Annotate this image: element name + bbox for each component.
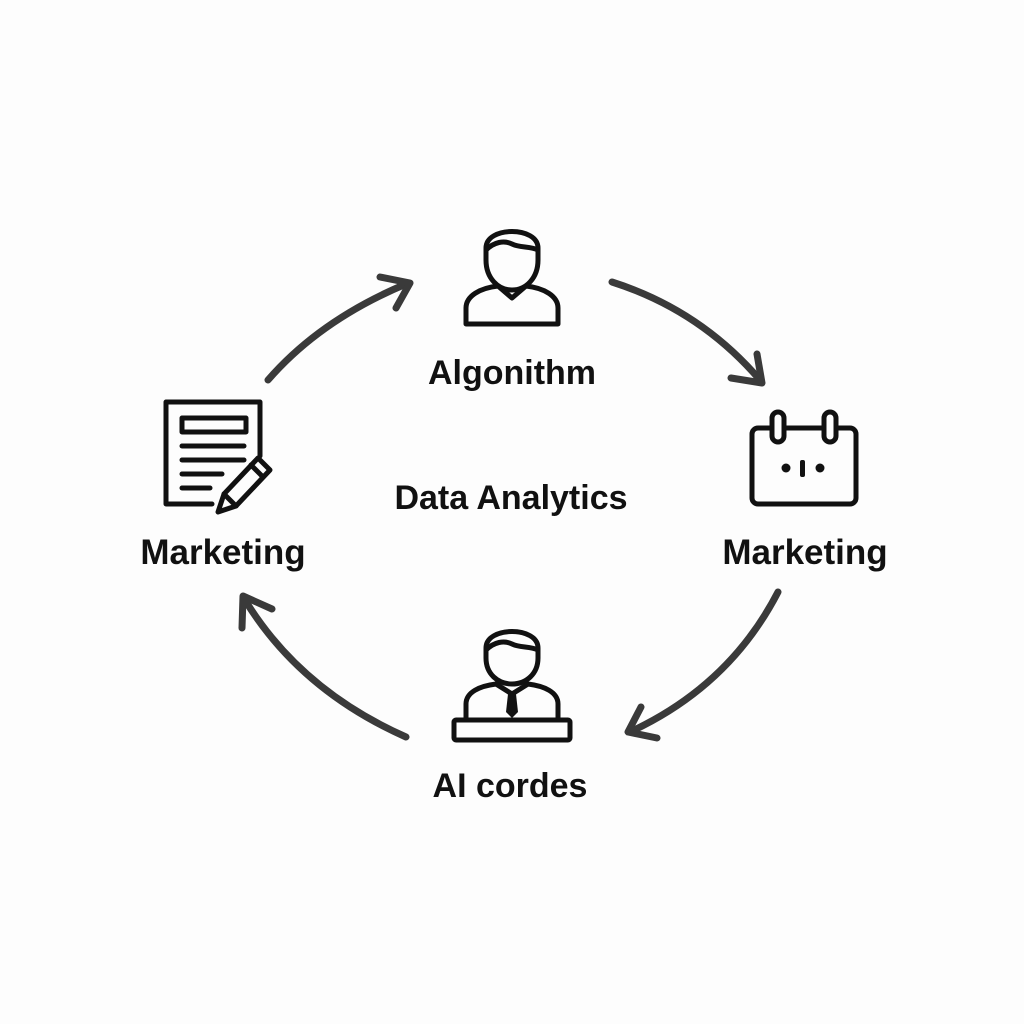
node-label-left: Marketing <box>140 533 306 572</box>
node-label-top: Algonithm <box>427 354 597 392</box>
presenter-desk-icon <box>451 629 573 743</box>
node-label-right: Marketing <box>722 533 888 572</box>
node-label-bottom: AI cordes <box>432 767 588 805</box>
document-pencil-icon <box>163 399 273 515</box>
calendar-icon <box>749 409 859 507</box>
arrow-bottom-to-left <box>238 592 410 741</box>
arrow-left-to-top <box>264 273 414 384</box>
center-label: Data Analytics <box>394 479 628 517</box>
arrow-top-to-right <box>608 278 766 387</box>
user-icon <box>463 229 561 327</box>
arrow-right-to-bottom <box>624 588 782 742</box>
